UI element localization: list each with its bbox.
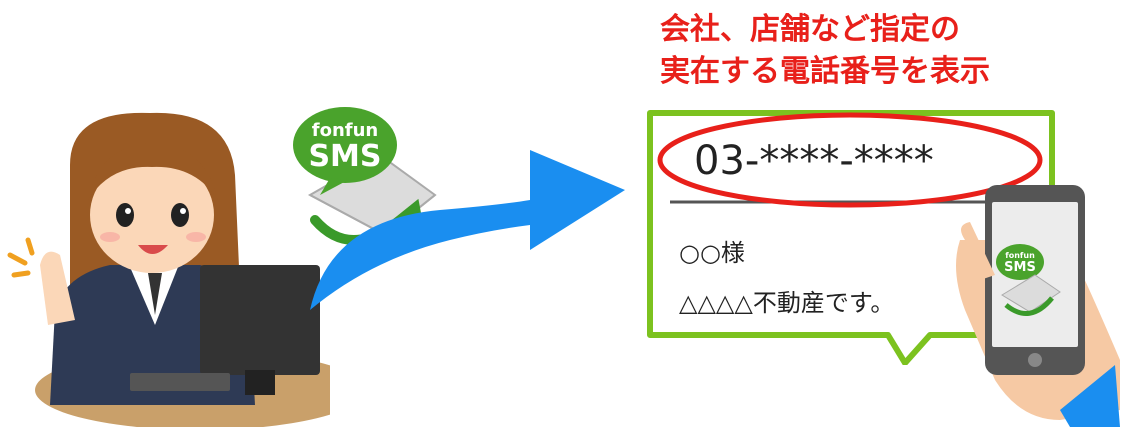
message-body: △△△△不動産です。 bbox=[679, 289, 895, 317]
phone-number: 03-****-**** bbox=[694, 138, 934, 184]
logo-text-line1: fonfun bbox=[312, 120, 378, 141]
phone-logo-line1: fonfun bbox=[1005, 251, 1035, 260]
arrow-icon bbox=[310, 150, 625, 310]
logo-text-line2: SMS bbox=[308, 139, 381, 174]
smartphone-in-hand-icon: fonfun SMS bbox=[956, 185, 1120, 427]
person-at-computer-illustration bbox=[7, 112, 330, 427]
sms-envelope-icon: fonfun SMS bbox=[293, 107, 437, 245]
message-bubble bbox=[647, 110, 1055, 365]
recipient-name: ○○様 bbox=[679, 239, 745, 267]
headline-line-1: 会社、店舗など指定の bbox=[660, 12, 960, 47]
headline-line-2: 実在する電話番号を表示 bbox=[660, 54, 990, 89]
phone-logo-line2: SMS bbox=[1004, 260, 1036, 275]
